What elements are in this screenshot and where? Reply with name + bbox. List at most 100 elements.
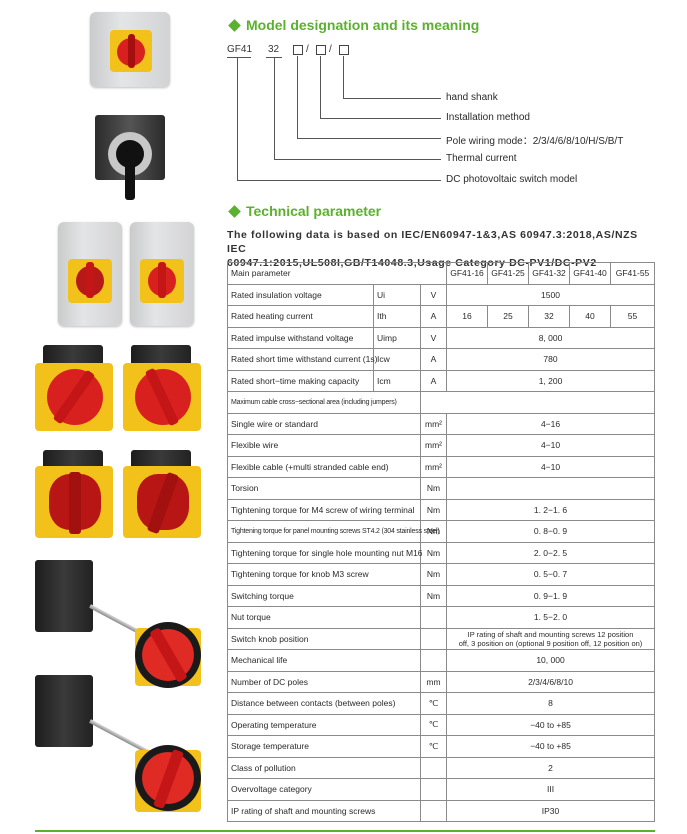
product-image-enclosure-single <box>90 12 170 87</box>
table-header-model: GF41-40 <box>569 262 612 285</box>
designation-model-code: GF41 <box>227 44 253 55</box>
technical-parameter-table: Main parameter GF41-16 GF41-25 GF41-32 G… <box>226 262 656 822</box>
label-thermal-current: Thermal current <box>446 153 517 164</box>
row-label: Storage temperature <box>227 735 421 758</box>
row-value: 780 <box>446 348 656 371</box>
row-unit: ℃ <box>419 713 448 736</box>
table-row: Distance between contacts (between poles… <box>227 692 656 715</box>
table-header-model: GF41-32 <box>528 262 571 285</box>
row-value: 4−16 <box>446 412 656 435</box>
connector-hand-shank-h <box>343 98 441 99</box>
connector-thermal <box>274 57 275 159</box>
table-row: Operating temperature ℃ −40 to +85 <box>227 713 656 736</box>
table-row: Tightening torque for knob M3 screw Nm 0… <box>227 563 656 586</box>
row-unit: Nm <box>419 541 448 564</box>
row-label: Tightening torque for panel mounting scr… <box>227 520 440 543</box>
section-bullet-icon <box>228 205 241 218</box>
row-symbol: Icw <box>373 348 421 371</box>
row-value: 2 <box>446 756 656 779</box>
label-pole-wiring-mode: Pole wiring mode：2/3/4/6/8/10/H/S/B/T <box>446 136 624 147</box>
row-unit: A <box>419 305 448 328</box>
row-value <box>446 477 656 500</box>
row-label: Tightening torque for knob M3 screw <box>227 563 421 586</box>
row-value: 4−10 <box>446 455 656 478</box>
product-image-shaft-switch-lower <box>35 675 210 815</box>
row-label: Single wire or standard <box>227 412 421 435</box>
row-unit: Nm <box>419 563 448 586</box>
row-unit: ℃ <box>419 692 448 715</box>
label-installation-method: Installation method <box>446 112 530 123</box>
designation-placeholder-box-3 <box>339 45 349 55</box>
product-image-switch-pair-large-knob <box>35 345 205 433</box>
row-label: Overvoltage category <box>227 778 421 801</box>
row-unit: V <box>419 326 448 349</box>
section-bullet-icon <box>228 19 241 32</box>
row-label: Rated insulation voltage <box>227 283 374 306</box>
row-value: III <box>446 778 656 801</box>
designation-placeholder-box-1 <box>293 45 303 55</box>
table-row: IP rating of shaft and mounting screws I… <box>227 799 656 822</box>
row-unit: mm <box>419 670 448 693</box>
row-label: Rated heating current <box>227 305 374 328</box>
row-unit: A <box>419 369 448 392</box>
row-value: −40 to +85 <box>446 735 656 758</box>
table-row: Storage temperature ℃ −40 to +85 <box>227 735 656 758</box>
table-row: Rated short time withstand current (1s) … <box>227 348 656 371</box>
designation-underline-model <box>227 57 251 58</box>
table-header-label: Main parameter <box>226 262 448 285</box>
product-image-black-rotary-switch <box>90 110 170 205</box>
row-value: 1, 200 <box>446 369 656 392</box>
row-unit-empty <box>419 649 448 672</box>
table-header-model: GF41-16 <box>446 262 489 285</box>
row-value: 0. 9−1. 9 <box>446 584 656 607</box>
designation-slash-2: / <box>329 44 332 55</box>
row-value: 1500 <box>446 283 656 306</box>
row-value: 16 <box>446 305 489 328</box>
designation-placeholder-box-2 <box>316 45 326 55</box>
table-row: Tightening torque for single hole mounti… <box>227 541 656 564</box>
row-label: Number of DC poles <box>227 670 421 693</box>
product-image-shaft-switch-upper <box>35 560 210 690</box>
section-title-technical-parameter: Technical parameter <box>246 203 382 219</box>
table-row: Flexible wire mm² 4−10 <box>227 434 656 457</box>
table-row: Tightening torque for M4 screw of wiring… <box>227 498 656 521</box>
row-label: Operating temperature <box>227 713 421 736</box>
row-label: Tightening torque for M4 screw of wiring… <box>227 498 421 521</box>
row-label: Rated short−time making capacity <box>227 369 374 392</box>
row-unit-empty <box>419 799 448 822</box>
row-symbol: Ith <box>373 305 421 328</box>
row-label: Switch knob position <box>227 627 421 650</box>
row-value: 25 <box>487 305 530 328</box>
table-header-model: GF41-25 <box>487 262 530 285</box>
label-hand-shank: hand shank <box>446 92 498 103</box>
designation-current-code: 32 <box>268 44 280 55</box>
row-value: 2. 0−2. 5 <box>446 541 656 564</box>
row-unit-empty <box>419 778 448 801</box>
row-value: 0. 5−0. 7 <box>446 563 656 586</box>
table-row: Rated insulation voltage Ui V 1500 <box>227 283 656 306</box>
label-dc-switch-model: DC photovoltaic switch model <box>446 174 578 185</box>
row-unit: ℃ <box>419 735 448 758</box>
table-row: Switching torque Nm 0. 9−1. 9 <box>227 584 656 607</box>
table-row: Torsion Nm <box>227 477 656 500</box>
row-label: Flexible wire <box>227 434 421 457</box>
connector-hand-shank <box>343 56 344 98</box>
product-image-enclosure-pair <box>58 222 198 327</box>
row-unit: Nm <box>419 584 448 607</box>
row-value: 8 <box>446 692 656 715</box>
row-unit: mm² <box>419 434 448 457</box>
table-row: Switch knob position IP rating of shaft … <box>227 627 656 650</box>
row-label: Class of pollution <box>227 756 421 779</box>
row-value: 0. 8−0. 9 <box>446 520 656 543</box>
row-unit-empty <box>419 606 448 629</box>
table-header-row: Main parameter GF41-16 GF41-25 GF41-32 G… <box>226 262 656 285</box>
row-label: Flexible cable (+multi stranded cable en… <box>227 455 421 478</box>
row-label: IP rating of shaft and mounting screws <box>227 799 421 822</box>
row-value: 2/3/4/6/8/10 <box>446 670 656 693</box>
connector-pole-wiring <box>297 56 298 138</box>
row-unit: mm² <box>419 455 448 478</box>
row-value: 10, 000 <box>446 649 656 672</box>
row-unit: A <box>419 348 448 371</box>
row-value-multiline: IP rating of shaft and mounting screws 1… <box>446 627 656 650</box>
table-row: Flexible cable (+multi stranded cable en… <box>227 455 656 478</box>
